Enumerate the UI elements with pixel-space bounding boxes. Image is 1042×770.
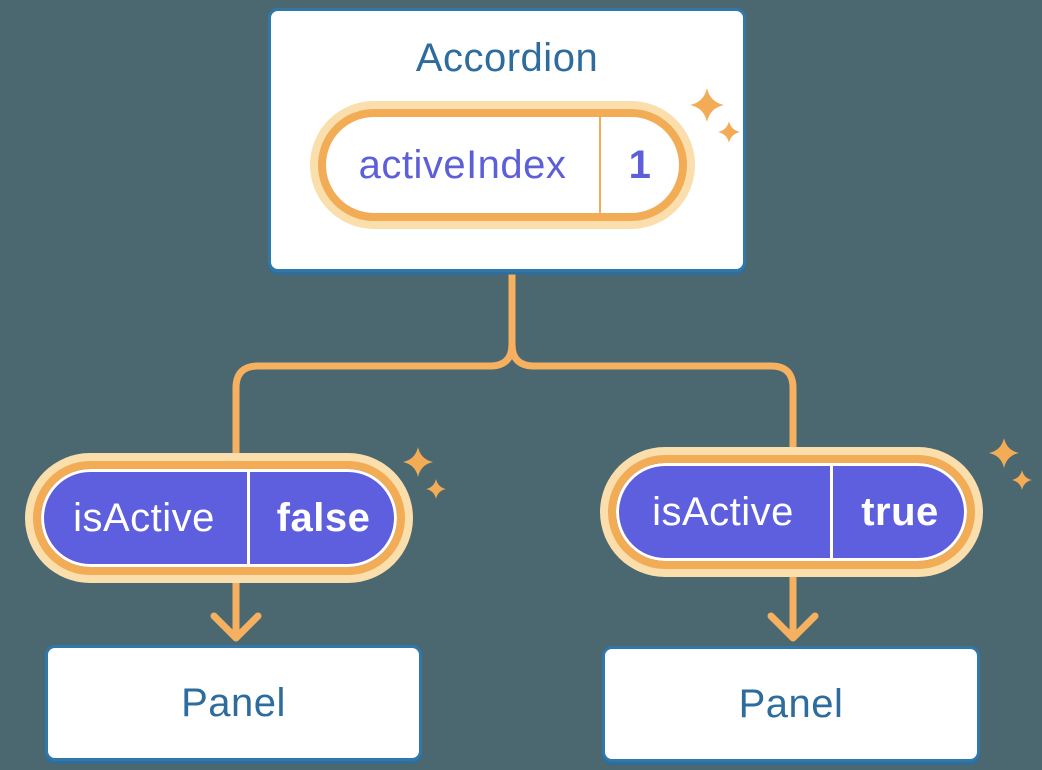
prop-pill-isActive-right: isActive true	[608, 455, 975, 569]
sparkle-big-star	[403, 447, 433, 477]
branch-line-left	[232, 272, 516, 635]
sparkle-icon	[403, 447, 446, 499]
state-pill-activeIndex: activeIndex 1	[318, 109, 687, 221]
arrow-head-right	[767, 612, 819, 642]
sparkle-icon	[989, 438, 1032, 490]
pill-divider	[830, 463, 833, 561]
sparkle-small-star	[426, 479, 446, 499]
component-title: Accordion	[415, 36, 599, 80]
sparkle-small-star	[1012, 470, 1032, 490]
state-name-label: activeIndex	[358, 142, 567, 187]
prop-value: false	[276, 495, 371, 540]
arrow-head-left	[210, 612, 262, 642]
panel-card-left: Panel	[45, 645, 422, 761]
sparkle-big-star	[989, 438, 1019, 468]
prop-value: true	[861, 489, 939, 534]
pill-divider	[599, 117, 601, 213]
prop-name-label: isActive	[73, 495, 215, 540]
prop-name-label: isActive	[652, 489, 794, 534]
panel-card-right: Panel	[602, 646, 980, 762]
prop-pill-isActive-left: isActive false	[33, 461, 405, 575]
state-value: 1	[628, 142, 652, 187]
accordion-component-card: Accordion activeIndex 1	[268, 8, 746, 272]
branch-line-right	[508, 272, 797, 635]
